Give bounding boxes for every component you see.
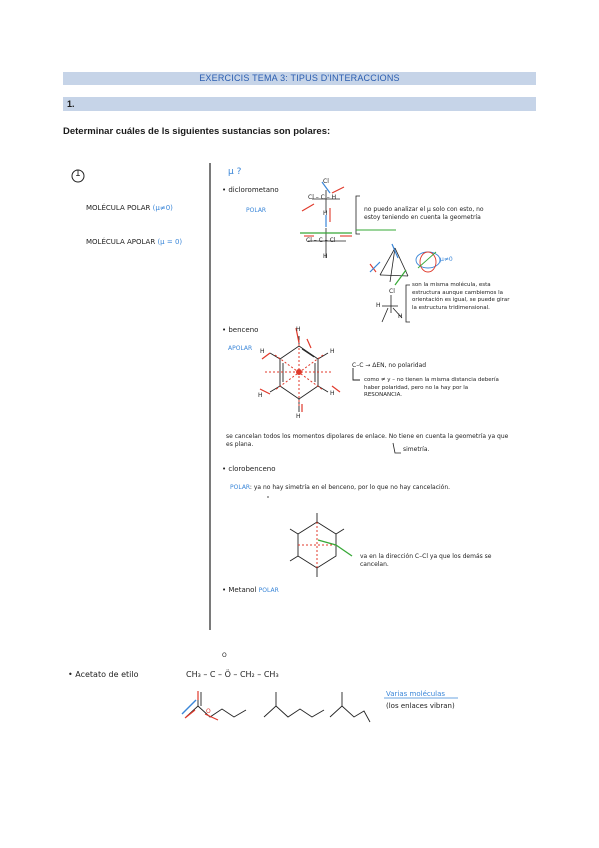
item1-name: diclorometano <box>228 186 279 194</box>
item2-note2: como ≠ y – no tienen la misma distancia … <box>364 377 499 398</box>
item3-note: : ya no hay simetría en el benceno, por … <box>249 484 451 491</box>
item1-tag: POLAR <box>246 207 267 214</box>
item3-tag: POLAR <box>230 484 250 491</box>
left-apolar-label: MOLÉCULA APOLAR (μ = 0) <box>86 238 182 246</box>
item2-note: C–C → ΔEN, no polaridad <box>352 362 427 369</box>
item1-note2: son la misma molécula, esta estructura a… <box>412 282 510 311</box>
mu-heading: μ ? <box>228 167 242 177</box>
item2-name: benceno <box>228 326 259 334</box>
left-polar-mu: (μ≠0) <box>152 204 173 212</box>
item3-note-line: POLAR: ya no hay simetría en el benceno,… <box>230 484 500 492</box>
item5-label: • Acetato de etilo <box>68 670 139 679</box>
item5-o-top: O <box>222 652 227 659</box>
left-apolar-mu: (μ = 0) <box>157 238 183 246</box>
item4-label: • Metanol POLAR <box>222 586 279 594</box>
item1-h-bottom: H <box>323 210 328 217</box>
item1-label: • diclorometano <box>222 186 279 194</box>
benzene-h-right-bottom: H <box>330 390 335 397</box>
item1-chem-row2: Cl – C – Cl <box>306 237 336 244</box>
item1-note: no puedo analizar el μ solo con esto, no… <box>364 206 484 221</box>
section-number: 1. <box>63 97 536 111</box>
item1-h-bottom2: H <box>323 253 328 260</box>
item1-cl-top: Cl <box>323 178 329 185</box>
item3-name: clorobenceno <box>228 465 276 473</box>
item1-3d-h: H <box>376 302 381 309</box>
item3-label: • clorobenceno <box>222 465 276 473</box>
benzene-h-left-top: H <box>260 348 265 355</box>
item1-3d-h2: H <box>398 313 403 320</box>
benzene-h-left-bottom: H <box>258 392 263 399</box>
item2-conclusion: se cancelan todos los momentos dipolares… <box>226 433 509 448</box>
item3-note2: va en la dirección C–Cl ya que los demás… <box>360 553 492 568</box>
item5-o-red: O <box>206 708 211 715</box>
benzene-h-top: H <box>296 326 301 333</box>
document-title: EXERCICIS TEMA 3: TIPUS D'INTERACCIONS <box>63 72 536 85</box>
item1-mu-label: μ≠0 <box>440 256 453 263</box>
item4-name: Metanol <box>228 586 257 594</box>
item2-symmetry: simetría. <box>403 446 430 453</box>
item1-3d-cl: Cl <box>389 288 395 295</box>
item2-label: • benceno <box>222 326 259 334</box>
left-polar-label: MOLÉCULA POLAR (μ≠0) <box>86 204 173 212</box>
item4-tag: POLAR <box>258 587 279 594</box>
benzene-h-bottom: H <box>296 413 301 420</box>
item2-tag: APOLAR <box>228 345 253 352</box>
item5-note2: (los enlaces vibran) <box>386 702 455 710</box>
circled-number: 1 <box>75 169 81 179</box>
question-text: Determinar cuáles de ls siguientes susta… <box>63 126 331 137</box>
left-apolar-text: MOLÉCULA APOLAR <box>86 238 156 246</box>
item5-note: Varias moléculas <box>386 690 446 698</box>
item5-formula: CH₃ – C – Ö – CH₂ – CH₃ <box>186 670 279 679</box>
benzene-h-right-top: H <box>330 348 335 355</box>
item1-chem-row1: Cl – C – H <box>308 194 337 201</box>
left-polar-text: MOLÉCULA POLAR <box>86 204 151 212</box>
item5-name: Acetato de etilo <box>75 670 139 679</box>
